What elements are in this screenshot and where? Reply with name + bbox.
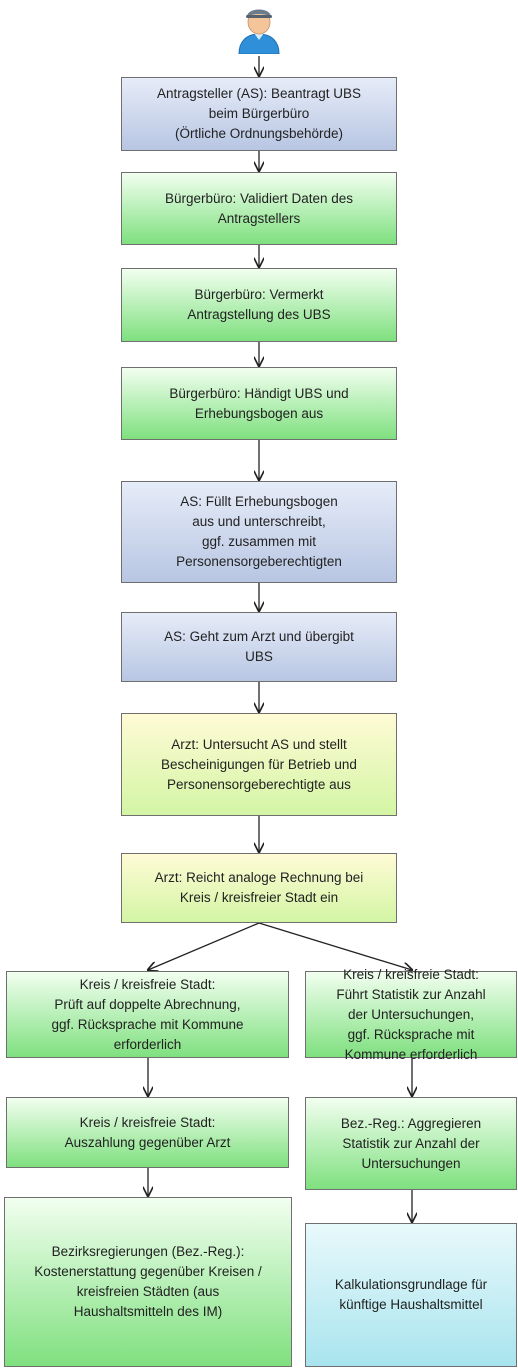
node-vermerkt: Bürgerbüro: Vermerkt Antragstellung des …	[121, 268, 397, 342]
node-untersucht: Arzt: Untersucht AS und stellt Bescheini…	[121, 713, 397, 816]
node-auszahlung: Kreis / kreisfreie Stadt: Auszahlung geg…	[6, 1097, 289, 1168]
arrow-rechnung-to-statistik	[258, 922, 412, 970]
node-prueft: Kreis / kreisfreie Stadt: Prüft auf dopp…	[6, 971, 289, 1058]
node-antragsteller: Antragsteller (AS): Beantragt UBS beim B…	[121, 77, 397, 151]
arrow-rechnung-to-prueft	[148, 922, 260, 970]
node-kalkulation: Kalkulationsgrundlage für künftige Haush…	[305, 1223, 517, 1367]
node-arzt-gang: AS: Geht zum Arzt und übergibt UBS	[121, 612, 397, 682]
node-validiert: Bürgerbüro: Validiert Daten des Antragst…	[121, 172, 397, 245]
node-kostenerstattung: Bezirksregierungen (Bez.-Reg.): Kostener…	[4, 1197, 292, 1367]
node-rechnung: Arzt: Reicht analoge Rechnung bei Kreis …	[121, 853, 397, 923]
node-haendigt: Bürgerbüro: Händigt UBS und Erhebungsbog…	[121, 367, 397, 440]
node-aggregieren: Bez.-Reg.: Aggregieren Statistik zur Anz…	[305, 1097, 517, 1190]
user-icon	[238, 9, 280, 54]
node-fuellt: AS: Füllt Erhebungsbogen aus und untersc…	[121, 481, 397, 583]
node-statistik: Kreis / kreisfreie Stadt: Führt Statisti…	[305, 967, 517, 1062]
